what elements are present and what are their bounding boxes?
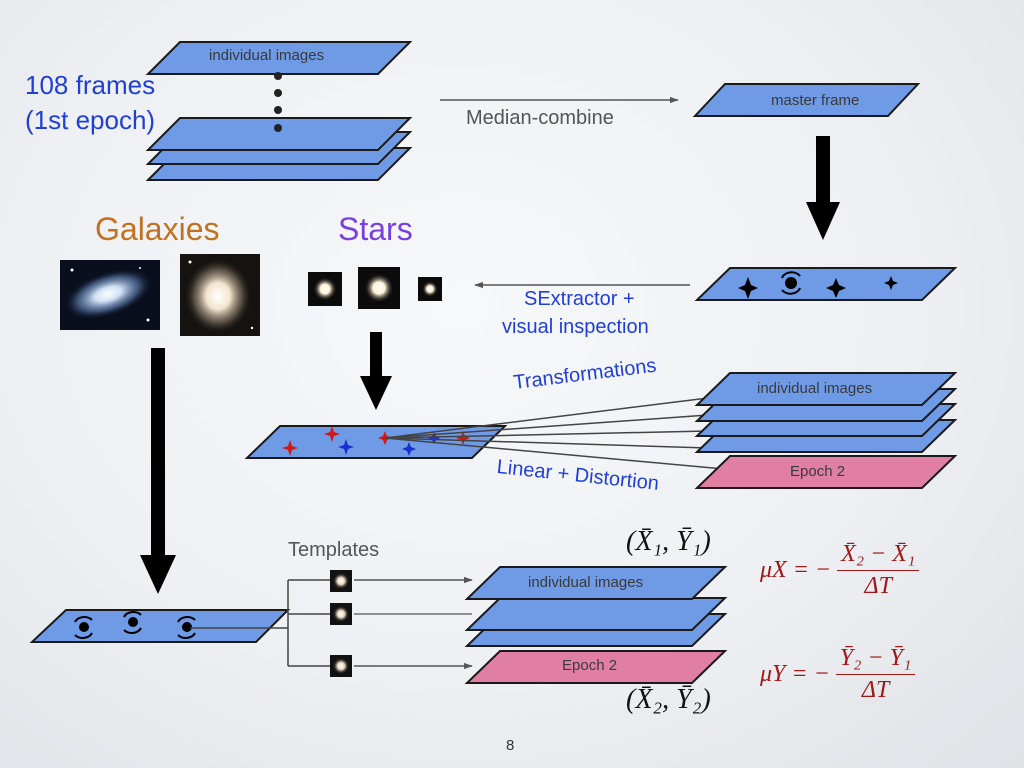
coord-epoch1: (X̄₁, Ȳ₁) [626,526,711,557]
star-marker-icon [884,276,898,290]
galaxy-thumbnails [60,254,260,336]
mu-y-lhs: μY = − [760,661,830,687]
templates-label: Templates [288,539,380,561]
ellipsis-dot [274,72,282,80]
epoch2-label-bottom: Epoch 2 [562,657,618,674]
mu-x-lhs: μX = − [760,557,832,583]
individual-images-label-right: individual images [757,380,873,397]
individual-images-label-bottom: individual images [528,574,644,591]
down-arrow-stars [360,332,392,410]
galaxies-heading: Galaxies [95,211,220,247]
mu-y-denominator: ΔT [861,677,890,703]
epoch2-plane [694,455,958,489]
individual-images-label: individual images [209,47,325,64]
median-combine-label: Median-combine [466,107,614,129]
blue-star-marker-icon [402,442,416,456]
visual-inspection-label: visual inspection [502,316,649,338]
mu-y-numerator: Ȳ₂ − Ȳ₁ [835,645,916,675]
coord-epoch2: (X̄₂, Ȳ₂) [626,684,711,715]
down-arrow-galaxies [140,348,176,594]
down-arrow-master [806,136,840,240]
red-star-marker-icon [324,426,340,442]
template-arrows [354,576,473,670]
ellipsis-dot [274,124,282,132]
sextractor-label: SExtractor + [524,288,635,310]
galaxy-marker-icon [177,616,196,639]
star-marker-icon [738,277,758,299]
star-thumbnails [308,267,442,309]
frames-stack [145,41,413,181]
red-star-marker-icon [456,431,470,445]
blue-star-marker-icon [428,432,440,444]
right-images-stack [694,372,958,489]
epoch2-plane-bottom [464,650,728,684]
template-thumbnails [330,570,352,677]
transformation-lines [384,397,736,471]
page-number: 8 [506,737,515,754]
galaxy-frame [29,609,291,643]
detection-frame [694,267,958,301]
red-star-marker-icon [282,440,298,456]
stars-heading: Stars [338,211,413,247]
frames-epoch-label: (1st epoch) [25,105,156,135]
master-frame-plane [692,83,921,117]
star-frame [244,425,508,459]
galaxy-marker-icon [785,277,797,289]
blue-star-marker-icon [338,439,354,455]
mu-x-numerator: X̄₂ − X̄₁ [837,541,920,571]
mu-x-denominator: ΔT [864,573,892,599]
star-marker-icon [826,278,846,298]
galaxy-marker-icon [74,616,93,639]
frames-count-label: 108 frames [25,70,156,100]
epoch2-label-right: Epoch 2 [790,463,846,480]
galaxy-marker-icon [123,611,142,634]
ellipsis-dot [274,89,282,97]
ellipsis-dot [274,106,282,114]
template-connectors [190,579,330,667]
master-frame-label: master frame [771,92,860,109]
bottom-images-stack [464,566,728,684]
top-individual-image-plane [145,41,413,75]
